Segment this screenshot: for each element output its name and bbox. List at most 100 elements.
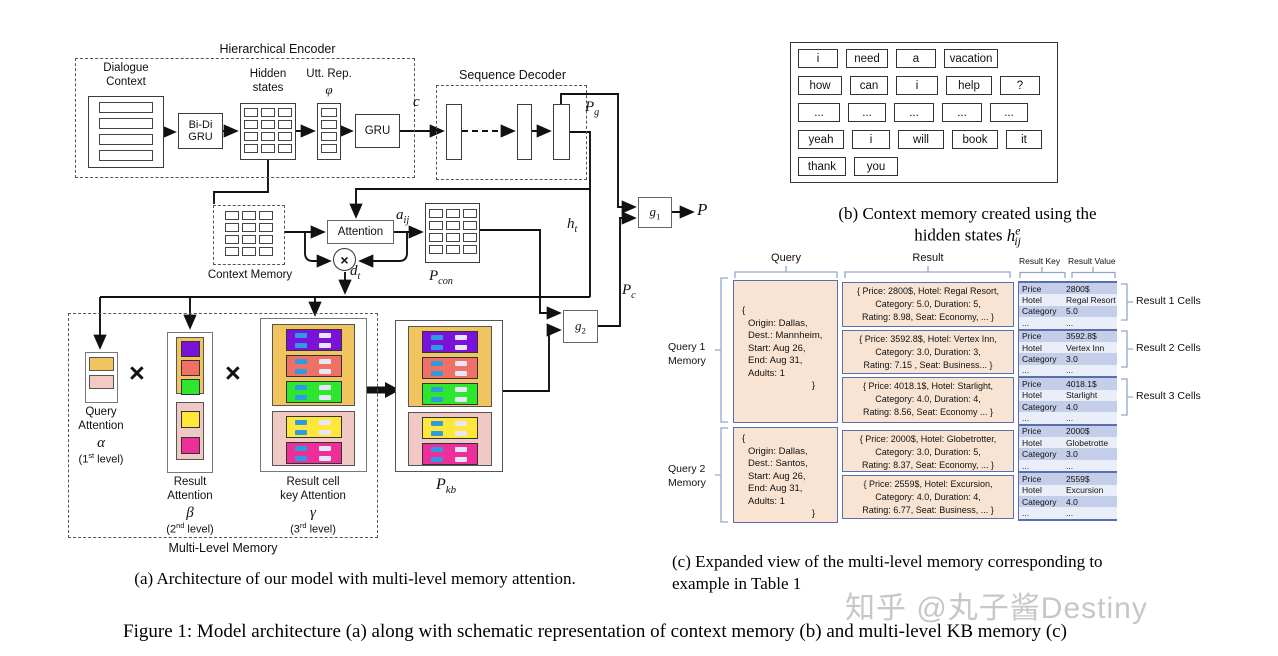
memory-slot — [225, 223, 239, 232]
word-box: you — [854, 157, 898, 176]
query-line: } — [811, 380, 815, 392]
kb-cell — [431, 344, 443, 350]
memory-slot — [225, 235, 239, 244]
result-line: Category: 3.0, Duration: 3, — [875, 346, 981, 357]
kb-cell — [318, 429, 331, 435]
pcon-distribution-grid — [425, 203, 480, 263]
g1-gate-box: g1 — [638, 197, 672, 228]
kv-value: 3592.8$ — [1066, 331, 1097, 342]
kv-key: Category — [1022, 449, 1057, 460]
alpha-symbol: α — [97, 434, 105, 451]
kv-value: 5.0 — [1066, 306, 1078, 317]
panel-b-caption-line2: hidden states heij — [914, 224, 1021, 249]
kb-cell — [431, 370, 443, 376]
memory-slot — [244, 108, 258, 117]
kb-result-row — [422, 443, 478, 465]
memory-slot — [99, 150, 153, 161]
word-box: ? — [1000, 76, 1040, 95]
memory-slot — [99, 118, 153, 129]
memory-slot — [225, 247, 239, 256]
word-box: how — [798, 76, 842, 95]
kb-cell — [455, 361, 467, 366]
memory-slot — [278, 132, 292, 141]
query-line: Origin: Dallas, — [748, 317, 808, 329]
memory-slot — [445, 209, 460, 218]
decoder-cell-1 — [446, 104, 462, 160]
kv-key: ... — [1022, 365, 1030, 376]
multiply-glyph: × — [340, 251, 349, 268]
memory-slot — [244, 132, 258, 141]
query-line: } — [811, 508, 815, 520]
kb-cell — [318, 368, 331, 374]
query-attention-label-line2: Attention — [78, 419, 124, 432]
memory-slot — [462, 209, 477, 218]
word-box: yeah — [798, 130, 844, 149]
word-box: help — [946, 76, 992, 95]
memory-slot — [259, 211, 273, 220]
result-attention-box — [167, 332, 213, 473]
kb-cell — [294, 333, 307, 338]
kv-value: 2800$ — [1066, 283, 1090, 294]
dialogue-context-label-line2: Context — [106, 75, 146, 88]
kb-result-row — [285, 416, 342, 438]
kv-key: Price — [1022, 473, 1042, 484]
result-line: Rating: 6.77, Seat: Business, ... } — [862, 504, 994, 515]
panel-a-caption: (a) Architecture of our model with multi… — [134, 569, 576, 588]
query-line: End: Aug 31, — [748, 483, 803, 495]
key-attention-level: (3rd level) — [290, 520, 336, 536]
memory-slot — [278, 108, 292, 117]
memory-slot — [261, 144, 275, 153]
memory-slot — [428, 233, 443, 242]
word-box: ... — [798, 103, 840, 122]
query-line: { — [742, 433, 746, 444]
dt-label: dt — [350, 263, 361, 282]
query-line: Start: Aug 26, — [748, 470, 806, 482]
attention-weight-square — [180, 341, 200, 357]
kb-cell — [431, 421, 443, 426]
kv-row: ...... — [1019, 317, 1117, 329]
context-memory-grid — [213, 205, 285, 265]
kb-cell — [294, 420, 307, 425]
kb-cell — [294, 359, 307, 364]
kb-cell — [318, 455, 331, 461]
result-box: { Price: 3592.8$, Hotel: Vertex Inn,Cate… — [842, 330, 1014, 374]
memory-slot — [261, 108, 275, 117]
memory-slot — [428, 209, 443, 218]
key-attention-query1-section — [272, 324, 355, 406]
query2-cell: {Origin: Dallas,Dest.: Santos,Start: Aug… — [733, 427, 838, 523]
query-line: End: Aug 31, — [748, 355, 803, 367]
kb-cell — [294, 446, 307, 451]
kv-value: Starlight — [1066, 390, 1098, 401]
utt-rep-label-text: Utt. Rep. — [306, 68, 352, 80]
query2-memory-label: Query 2 Memory — [668, 463, 706, 490]
result-attention-label-line1: Result — [173, 476, 207, 488]
multi-level-memory-box — [68, 313, 378, 538]
memory-slot — [445, 221, 460, 230]
kb-cell — [455, 335, 467, 340]
result-key-column-header: Result Key — [1019, 256, 1061, 266]
word-box: vacation — [944, 49, 998, 68]
attention-weight-bar — [89, 357, 114, 371]
memory-slot — [445, 233, 460, 242]
kb-cell — [455, 396, 467, 402]
kv-value: Regal Resort — [1066, 295, 1116, 306]
attention-weight-square — [180, 437, 200, 454]
kv-key: Category — [1022, 306, 1057, 317]
hierarchical-encoder-title: Hierarchical Encoder — [219, 42, 336, 56]
kb-cell — [294, 368, 307, 374]
decoder-cell-2 — [517, 104, 532, 160]
kb-cell — [455, 456, 467, 462]
kv-key: Category — [1022, 496, 1057, 507]
kv-row: ...... — [1019, 459, 1117, 472]
attention-weight-bar — [89, 375, 114, 389]
pkb-distribution-box — [395, 320, 503, 472]
memory-slot — [259, 223, 273, 232]
word-box: will — [898, 130, 944, 149]
result-box: { Price: 2000$, Hotel: Globetrotter,Cate… — [842, 430, 1014, 472]
